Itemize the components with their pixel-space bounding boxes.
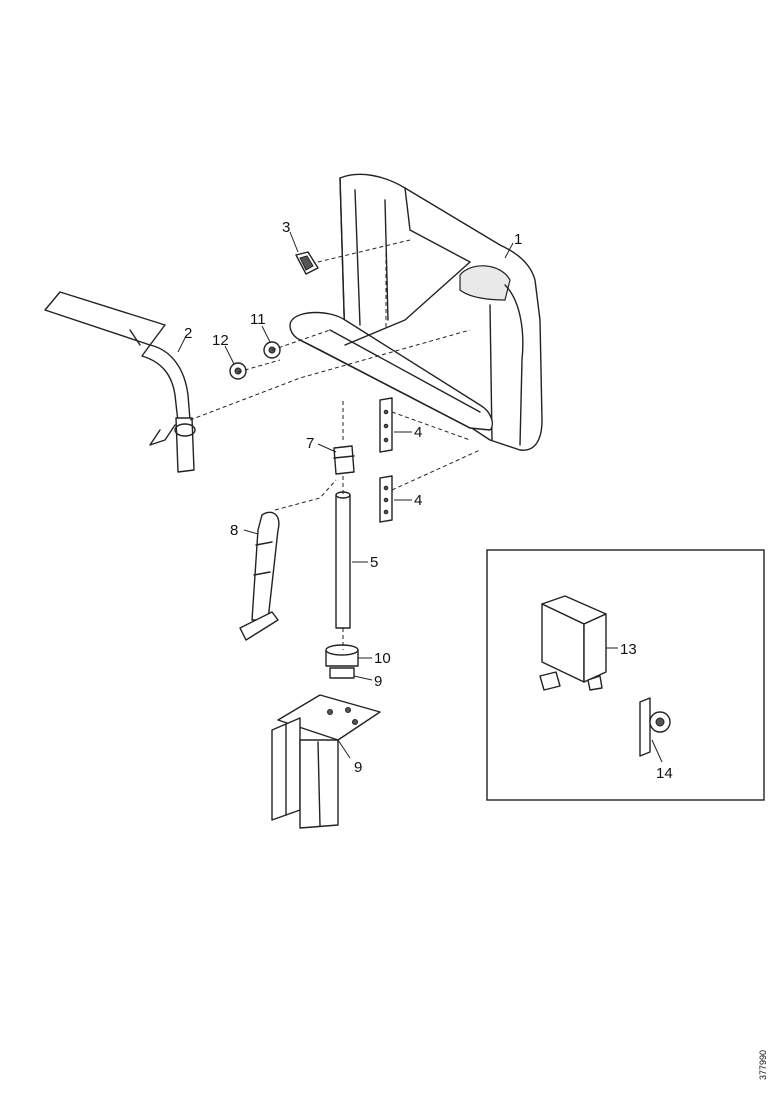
callout-12: 12 <box>212 332 229 349</box>
callout-5: 5 <box>370 554 378 571</box>
callout-14: 14 <box>656 765 673 782</box>
part-9-base-bracket <box>271 694 381 829</box>
callout-1: 1 <box>514 231 522 248</box>
part-10-collar <box>325 644 359 667</box>
callout-7: 7 <box>306 435 314 452</box>
callout-9-bracket: 9 <box>354 759 362 776</box>
part-4-bracket-lower <box>379 475 393 523</box>
callout-4-upper: 4 <box>414 424 422 441</box>
leader-lines <box>177 231 514 759</box>
part-12-fastener <box>229 362 247 380</box>
callout-2: 2 <box>184 325 192 342</box>
callout-13: 13 <box>620 641 637 658</box>
part-3-clip <box>295 251 319 275</box>
assembly-lines <box>189 232 481 650</box>
callout-11: 11 <box>250 311 266 328</box>
part-9-nut <box>329 667 355 679</box>
part-5-post <box>335 491 351 629</box>
drawing-number: 377990 <box>758 1050 768 1080</box>
part-1-console <box>289 173 543 451</box>
part-2-handle <box>44 291 196 473</box>
callout-10: 10 <box>374 650 391 667</box>
callout-3: 3 <box>282 219 290 236</box>
part-8-pedal <box>239 511 280 641</box>
part-14-sensor <box>639 697 671 763</box>
callout-9-nut: 9 <box>374 673 382 690</box>
callout-4-lower: 4 <box>414 492 422 509</box>
callout-8: 8 <box>230 522 238 539</box>
part-4-bracket-upper <box>379 397 393 453</box>
part-13-module <box>539 595 618 691</box>
part-7-coupling <box>333 445 355 475</box>
inset-box: 13 14 <box>486 549 765 801</box>
